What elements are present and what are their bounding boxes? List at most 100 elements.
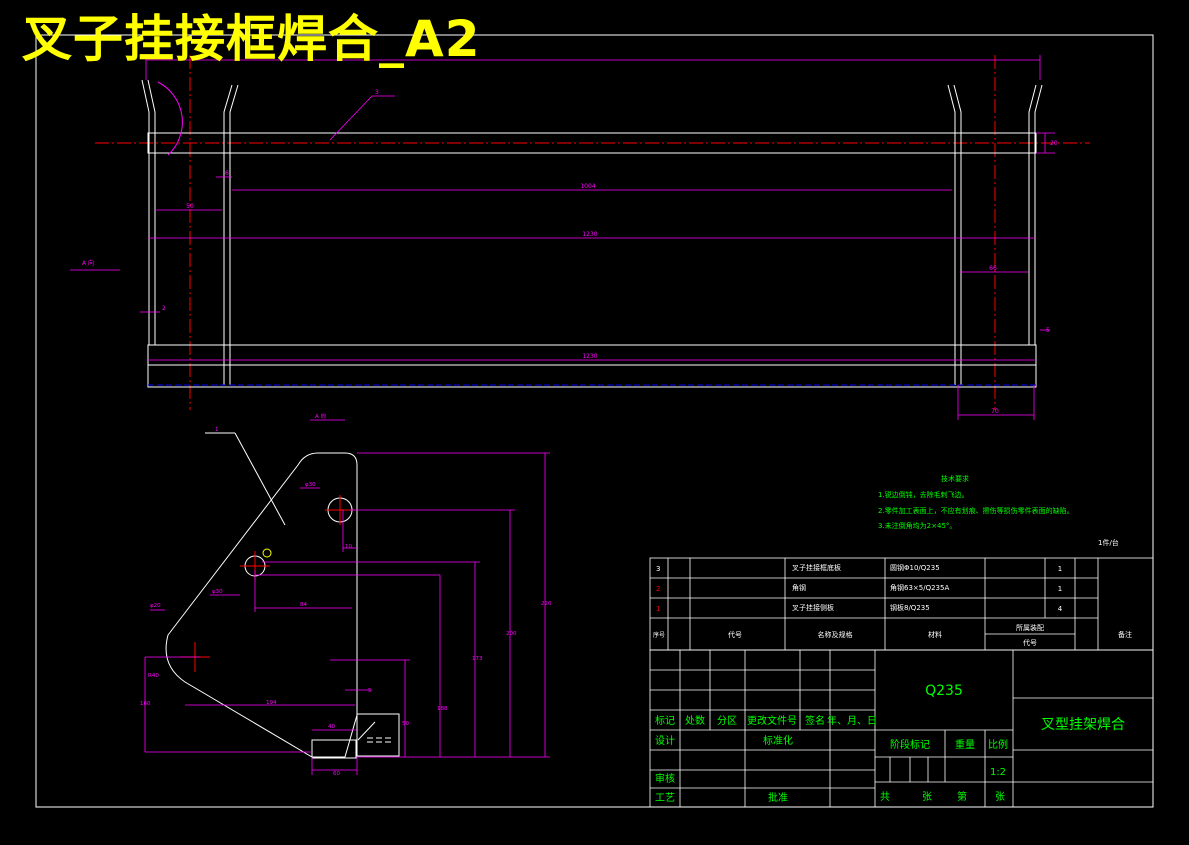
title-block-lines [649, 649, 1154, 808]
bom-row-name: 叉子挂接框底板 [792, 563, 841, 572]
tb-count: 处数 [685, 714, 705, 727]
hook-left-inner [229, 84, 239, 385]
bom-row-name: 叉子挂接侧板 [792, 603, 834, 612]
side-view [165, 432, 400, 759]
dim-label: 160 [140, 701, 151, 707]
hook-left-inner2 [223, 84, 233, 385]
side-view-dim-text: φ30 φ30 φ20 R40 5 160 194 40 60 84 173 2… [140, 412, 552, 777]
tb-page: 第 [957, 790, 967, 803]
tb-design: 设计 [655, 734, 675, 747]
tb-change-doc: 更改文件号 [747, 714, 797, 727]
top-view-dim-text: 1004 1230 1230 20 50 6 2 66 70 5 3 A 向 [82, 89, 1058, 415]
dim-label: 1230 [582, 231, 597, 238]
bom-header-code: 代号 [728, 630, 742, 639]
dim-label: 10 [345, 544, 352, 550]
arc-detail [157, 81, 183, 156]
dim-label: 1004 [580, 183, 595, 190]
dim-label: 1230 [582, 353, 597, 360]
view-label-a2: A 向 [315, 412, 326, 420]
hook-left-outer2 [141, 79, 150, 345]
callout-leader-3 [329, 95, 373, 141]
part-callout-1: 1 [215, 427, 219, 433]
bom-table-lines [649, 557, 1154, 651]
dim-label: 60 [333, 771, 340, 777]
top-view-dimensions [140, 55, 1055, 420]
bom-table-text: 3 叉子挂接框底板 圆钢Φ10/Q235 1 2 角钢 角钢63×5/Q235A… [653, 563, 1132, 647]
tb-approve: 批准 [768, 791, 788, 804]
tb-process: 工艺 [655, 792, 675, 804]
bom-row-material: 圆钢Φ10/Q235 [890, 563, 940, 572]
dim-label: 2 [162, 305, 166, 312]
hook-right-inner [947, 84, 956, 385]
bom-header-no: 序号 [653, 631, 665, 639]
hook-left-outer [147, 79, 156, 345]
tb-drawing-name: 叉型挂架焊合 [1041, 717, 1125, 733]
tech-note-line: 1.锐边倒钝，去除毛刺飞边。 [878, 490, 969, 499]
tb-sheets: 张 [922, 791, 932, 803]
hook-right-inner2 [953, 84, 962, 385]
tech-notes-title: 技术要求 [941, 474, 969, 483]
frame-bar-top [147, 132, 1037, 154]
tech-note-line: 2.零件加工表面上，不应有划痕、擦伤等损伤零件表面的缺陷。 [878, 506, 1074, 515]
hook-right-outer [1028, 84, 1037, 345]
title-block-text: 标记 处数 分区 更改文件号 签名 年、月、日 设计 标准化 审核 工艺 批准 … [655, 683, 1125, 804]
dim-label: 188 [437, 706, 448, 712]
part-callout-3: 3 [375, 89, 379, 96]
dim-label: 84 [300, 602, 307, 608]
tb-zone: 分区 [717, 715, 737, 727]
bom-row-qty: 4 [1058, 605, 1063, 613]
top-view [95, 55, 1090, 410]
dim-label: 194 [266, 700, 277, 706]
bom-row-qty: 1 [1058, 585, 1062, 593]
tb-sheet-end: 张 [995, 791, 1005, 803]
tb-date: 年、月、日 [827, 714, 877, 727]
tb-mark: 标记 [655, 715, 675, 727]
view-label-a: A 向 [82, 259, 94, 267]
bom-row-name: 角钢 [792, 583, 806, 592]
dim-label: φ30 [212, 589, 223, 595]
bom-row-material: 角钢63×5/Q235A [890, 583, 949, 592]
bom-header-note: 备注 [1118, 630, 1132, 639]
bom-row-qty: 1 [1058, 565, 1062, 573]
dim-label: 200 [506, 631, 517, 637]
callout-leader-1 [234, 432, 286, 526]
frame-bar-base [147, 364, 1037, 388]
hook-right-outer2 [1034, 84, 1043, 345]
bom-row-no: 3 [656, 565, 660, 573]
bom-header-code2: 代号 [1023, 638, 1037, 647]
dim-label: 40 [328, 724, 335, 730]
dim-label: 66 [989, 265, 997, 272]
bom-row-no: 1 [656, 605, 660, 613]
tech-notes: 技术要求 1.锐边倒钝，去除毛刺飞边。 2.零件加工表面上，不应有划痕、擦伤等损… [878, 474, 1074, 530]
drawing-border [35, 34, 1154, 808]
bom-header-material: 材料 [928, 630, 942, 639]
dim-label: φ20 [150, 603, 161, 609]
drawing-title: 叉子挂接框焊合_A2 [22, 10, 481, 68]
dim-label: 5 [368, 688, 372, 694]
tb-scale: 比例 [988, 738, 1008, 751]
hole-small [262, 548, 272, 558]
dim-label: 5 [1046, 327, 1050, 334]
tb-material: Q235 [925, 683, 963, 699]
dim-label: 6 [225, 170, 229, 177]
tech-note-line: 3.未注倒角均为2×45°。 [878, 521, 956, 530]
tb-standardize: 标准化 [763, 734, 793, 747]
bom-header-assembly: 所属装配 [1016, 623, 1044, 632]
tb-weight: 重量 [955, 738, 975, 751]
bottom-tab-2 [356, 713, 400, 757]
dim-label: R40 [148, 673, 159, 679]
tb-total: 共 [880, 791, 890, 803]
scale-note: 1件/台 [1098, 538, 1119, 547]
bom-row-no: 2 [656, 585, 660, 593]
bottom-tab [311, 739, 357, 759]
bom-row-material: 钢板8/Q235 [890, 603, 930, 612]
tb-stage-mark: 阶段标记 [890, 738, 930, 751]
dim-label: 70 [991, 408, 999, 415]
dim-label: 50 [186, 203, 194, 210]
dim-label: 50 [402, 721, 409, 727]
tb-review: 审核 [655, 772, 675, 785]
dim-label: 220 [541, 601, 552, 607]
side-plate-outline [165, 452, 358, 758]
